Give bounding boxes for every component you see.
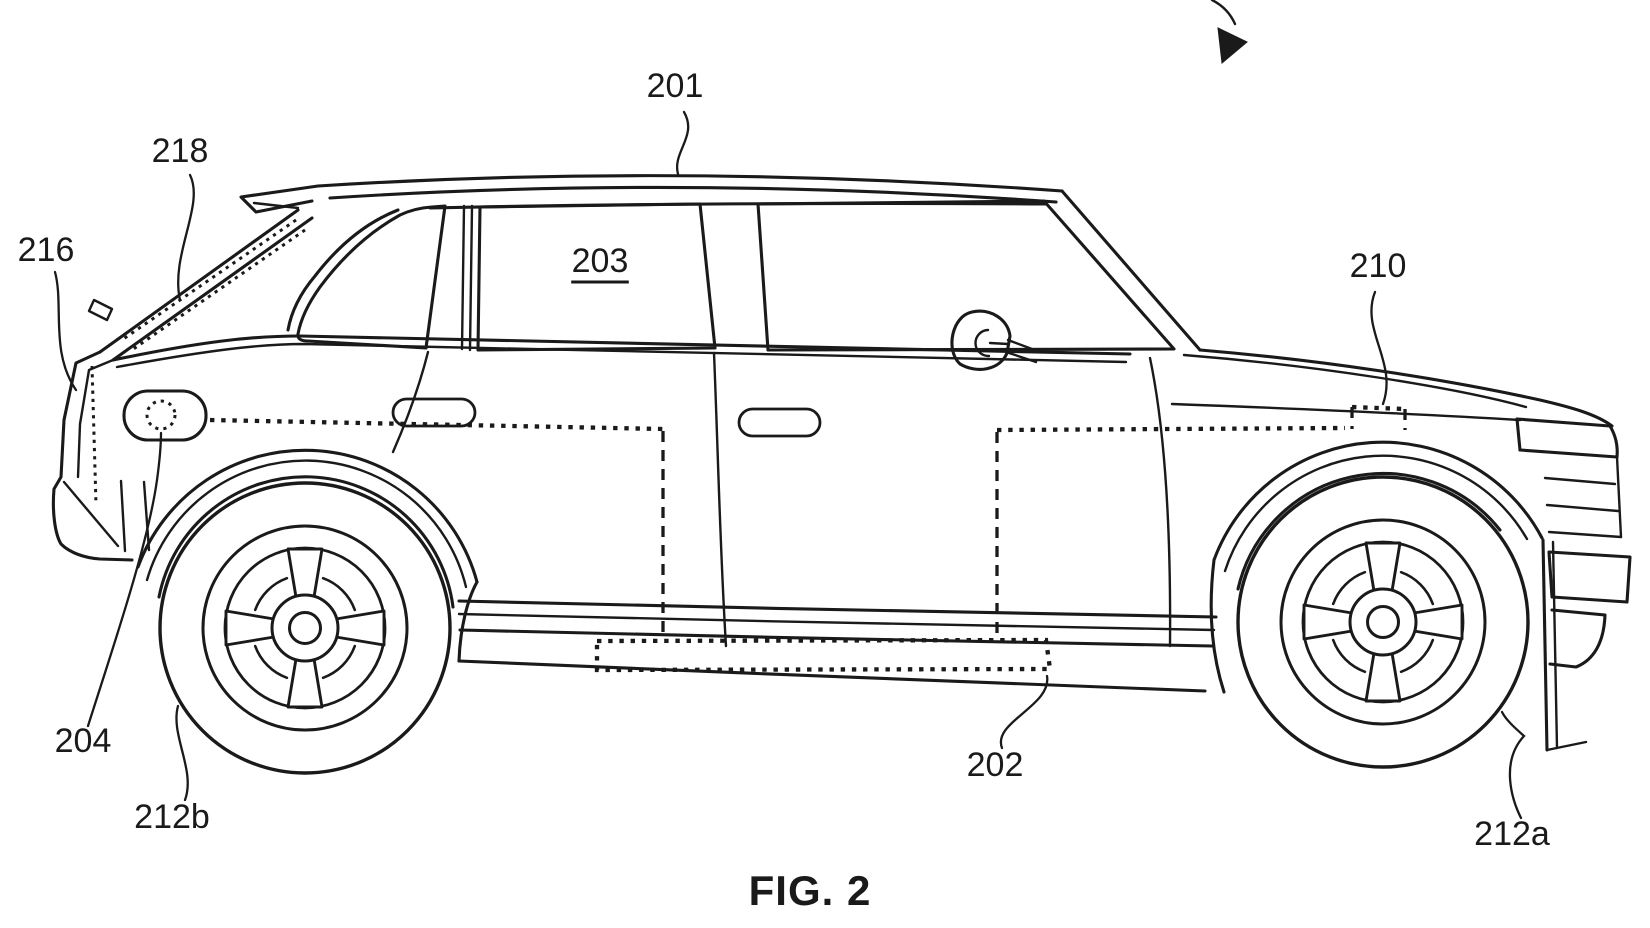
bumper-corner-edge [1541,538,1549,752]
bumper-block [1547,550,1632,604]
dashed-zones [209,404,1407,673]
sensor-zone-front-fender [1350,404,1407,430]
quarter-window-trim [286,208,400,332]
door-handle-front [737,407,822,438]
ref-label-202: 202 [967,746,1024,784]
a-pillar [1060,189,1202,352]
rear-edge-dotted-strip [90,365,98,505]
sensor-line-rear [209,417,664,432]
sensor-line-front [996,425,1346,433]
ref-label-216: 216 [18,231,75,269]
roof-and-spoiler [239,174,1064,214]
hood-and-front-fender [1170,348,1614,428]
leader-202 [999,674,1049,750]
tail-lamp [122,389,208,442]
front-door-window [756,199,1176,352]
antenna-nub [87,298,114,322]
ref-label-203: 203 [572,242,629,280]
rocker-panel [457,599,1218,693]
rear-door-front-seam [391,350,430,454]
rear-wheel [158,481,452,775]
figure-caption: FIG. 2 [749,867,872,914]
fender-crease [1170,402,1522,422]
window-divider [460,204,466,351]
ref-label-212b: 212b [134,798,210,836]
front-wheel [1236,475,1530,769]
leader-218 [177,173,195,302]
front-fascia [1515,417,1632,752]
quarter-window [296,204,447,350]
ref-label-212a: 212a [1474,815,1550,853]
sensor-zone-rocker [594,637,1053,673]
door-split-seam [712,351,728,648]
ref-label-204: 204 [55,722,112,760]
tail-lamp-marker-circle [145,399,177,431]
leader-216 [53,270,78,392]
rear-body [51,350,208,562]
reference-labels: 201 218 216 203 210 204 212b 202 212a [18,67,1550,853]
rear-fender-flare [136,448,479,663]
leader-lines [53,110,1526,820]
leader-212b [175,704,189,802]
leader-212a [1500,710,1526,820]
side-mirror [950,309,1042,371]
leader-201 [675,110,690,176]
front-door-front-seam [1148,356,1172,648]
pointer-arrow [1210,0,1248,64]
leader-204 [86,431,163,728]
rear-door-window [476,202,717,352]
ref-label-201: 201 [647,67,704,105]
pillar-dotted-strip [121,218,297,342]
ref-label-218: 218 [152,132,209,170]
ref-label-210: 210 [1350,247,1407,285]
rear-pillar [87,208,314,362]
leader-210 [1370,290,1388,406]
lower-bumper [1548,608,1607,669]
window-band [286,189,1202,352]
